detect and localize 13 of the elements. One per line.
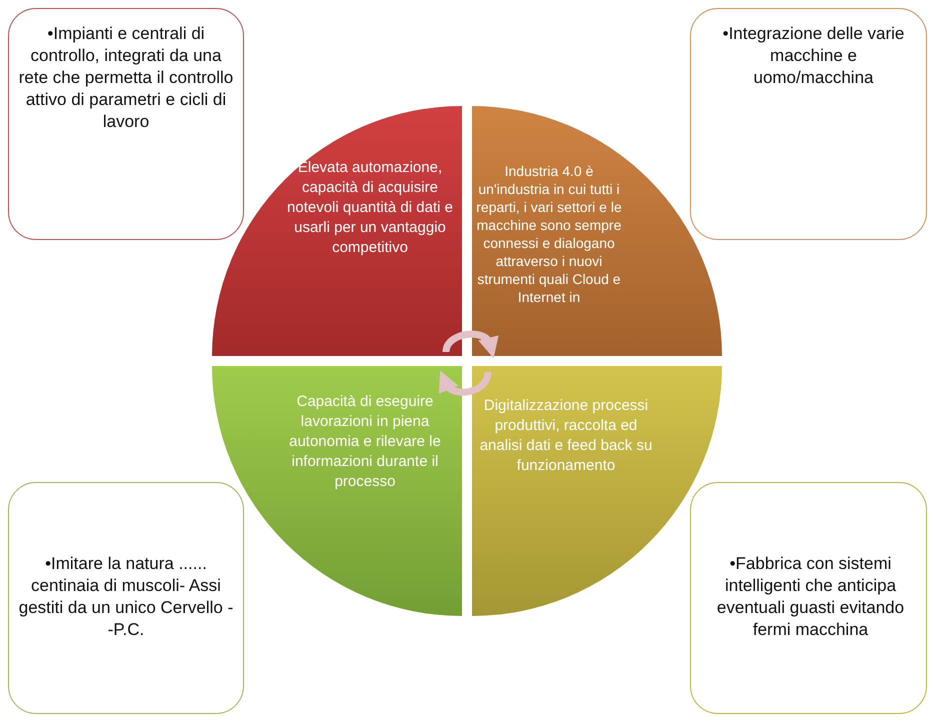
segment-text: Industria 4.0 è un'industria in cui tutti i reparti, i vari settori e le macchine sono sempre connessi e dialogano attraverso i nuovi strumenti quali Cloud e Internet in bbox=[475, 162, 623, 306]
note-text: •Imitare la natura ...... centinaia di muscoli- Assi gestiti da un unico Cervello --P.C. bbox=[18, 553, 234, 641]
note-box bbox=[690, 8, 927, 240]
note-text: •Fabbrica con sistemi intelligenti che anticipa eventuali guasti evitando fermi macchina bbox=[716, 553, 906, 641]
note-text: •Integrazione delle varie macchine e uomo/macchina bbox=[722, 23, 906, 89]
cycle-arrow bbox=[442, 330, 497, 358]
note-box bbox=[8, 482, 244, 714]
cycle-arrow bbox=[438, 372, 492, 396]
segment-text: Digitalizzazione processi produttivi, raccolta ed analisi dati e feed back su funzionamento bbox=[478, 396, 654, 476]
note-text: •Impianti e centrali di controllo, integrati da una rete che permetta il controllo attivo di parametri e cicli di lavoro bbox=[18, 23, 234, 133]
note-box bbox=[690, 482, 927, 714]
segment-text: Capacità di eseguire lavorazioni in piena autonomia e rilevare le informazioni durante il processo bbox=[288, 392, 442, 492]
note-box bbox=[8, 8, 244, 240]
